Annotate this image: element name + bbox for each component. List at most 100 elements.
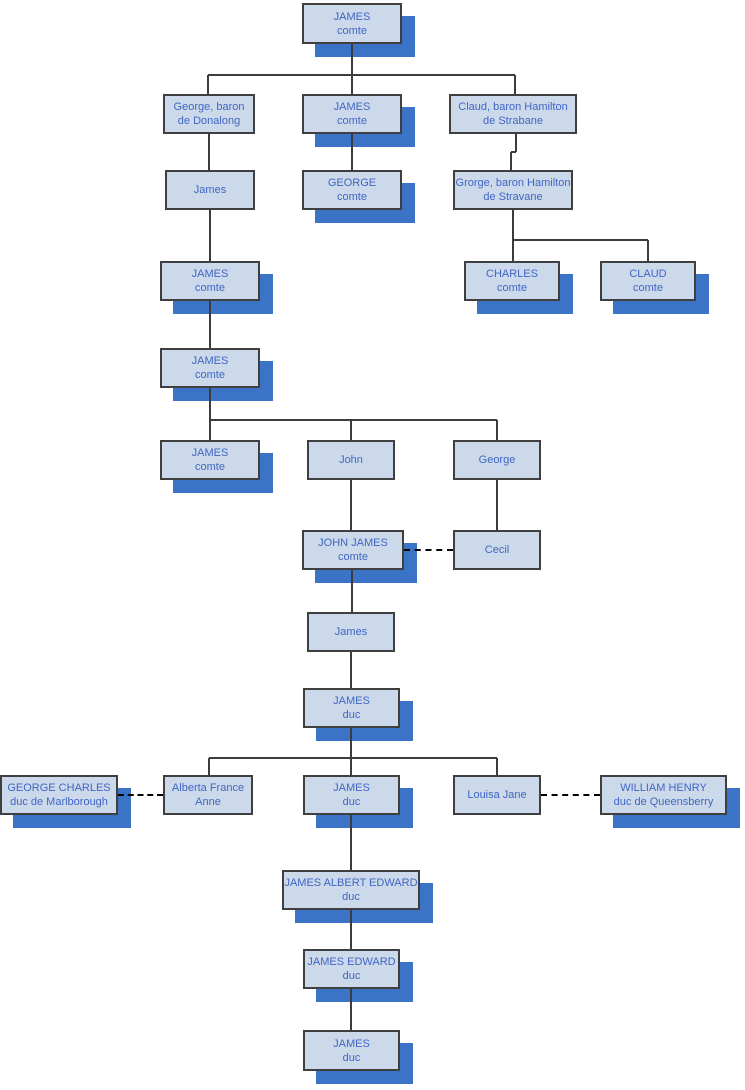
descent-connector-line (208, 134, 210, 170)
tree-node-james-1[interactable]: James (165, 170, 255, 210)
node-label-line: comte (195, 282, 225, 294)
node-label-line: duc de Queensberry (613, 796, 714, 808)
descent-connector-line (514, 75, 516, 94)
descent-connector-line (209, 210, 211, 261)
descent-connector-line (350, 728, 352, 775)
marriage-dashed-connector (118, 794, 163, 796)
descent-connector-line (512, 210, 514, 261)
node-label-line: Anne (195, 796, 221, 808)
descent-connector-line (510, 152, 512, 170)
node-label-line: George (478, 454, 516, 466)
descent-connector-line (351, 44, 353, 94)
tree-node-james-albert-edward-duc[interactable]: JAMES ALBERT EDWARD duc (282, 870, 420, 910)
descent-connector-line (207, 75, 209, 94)
node-label-line: Alberta France (171, 782, 245, 794)
node-label-line: John (339, 454, 363, 466)
node-label-line: Louisa Jane (467, 789, 527, 801)
node-label-line: duc (342, 709, 361, 721)
marriage-dashed-connector (404, 549, 453, 551)
descent-connector-line (210, 419, 497, 421)
node-label-line: WILLIAM HENRY (620, 782, 707, 794)
node-label-line: comte (338, 551, 368, 563)
node-label-line: duc de Marlborough (10, 796, 108, 808)
descent-connector-line (350, 989, 352, 1030)
node-label-line: GEORGE (327, 177, 377, 189)
tree-node-james-comte-4[interactable]: JAMES comte (160, 348, 260, 388)
node-label-line: JAMES (191, 355, 229, 367)
descent-connector-line (209, 757, 497, 759)
node-label-line: JAMES (333, 101, 371, 113)
node-label-line: JAMES (333, 1037, 370, 1050)
node-label-line: JAMES (191, 447, 229, 459)
node-label-line: GEORGE CHARLES (7, 782, 111, 794)
node-label-line: comte (497, 282, 527, 294)
tree-node-george[interactable]: George (453, 440, 541, 480)
tree-node-grorge-baron-stravane[interactable]: Grorge, baron Hamilton de Stravane (453, 170, 573, 210)
descent-connector-line (350, 815, 352, 870)
tree-node-william-henry-queensberry[interactable]: WILLIAM HENRY duc de Queensberry (600, 775, 727, 815)
tree-node-james-2[interactable]: James (307, 612, 395, 652)
node-label-line: CLAUD (629, 268, 667, 280)
tree-node-james-edward-duc[interactable]: JAMES EDWARD duc (303, 949, 400, 989)
descent-connector-line (496, 480, 498, 530)
node-label-line: de Strabane (483, 115, 543, 127)
tree-node-john[interactable]: John (307, 440, 395, 480)
node-label-line: Grorge, baron Hamilton (455, 177, 571, 189)
descent-connector-line (513, 239, 648, 241)
node-label-line: comte (195, 461, 225, 473)
tree-node-james-duc-2[interactable]: JAMES duc (303, 775, 400, 815)
descent-connector-line (496, 758, 498, 775)
node-label-line: de Donalong (177, 115, 241, 127)
tree-node-george-comte[interactable]: GEORGE comte (302, 170, 402, 210)
tree-node-james-duc-1[interactable]: JAMES duc (303, 688, 400, 728)
descent-connector-line (515, 134, 517, 152)
node-label-line: comte (337, 191, 367, 203)
tree-node-cecil[interactable]: Cecil (453, 530, 541, 570)
node-label-line: Claud, baron Hamilton (458, 101, 568, 113)
node-label-line: JAMES (333, 782, 370, 794)
node-label-line: de Stravane (483, 191, 543, 203)
tree-node-john-james-comte[interactable]: JOHN JAMES comte (302, 530, 404, 570)
descent-connector-line (511, 151, 516, 153)
node-label-line: James (334, 626, 368, 638)
descent-connector-line (496, 420, 498, 440)
descent-connector-line (209, 388, 211, 440)
descent-connector-line (350, 910, 352, 949)
node-label-line: JOHN JAMES (318, 537, 388, 549)
node-label-line: JAMES EDWARD (307, 956, 396, 968)
node-label-line: James (193, 184, 227, 196)
node-label-line: duc (342, 796, 361, 808)
tree-node-george-charles-marlborough[interactable]: GEORGE CHARLES duc de Marlborough (0, 775, 118, 815)
tree-node-james-comte-3[interactable]: JAMES comte (160, 261, 260, 301)
descent-connector-line (350, 652, 352, 688)
tree-node-james-comte-5[interactable]: JAMES comte (160, 440, 260, 480)
tree-node-claud-baron-strabane[interactable]: Claud, baron Hamilton de Strabane (449, 94, 577, 134)
node-label-line: JAMES ALBERT EDWARD (284, 877, 418, 889)
node-label-line: comte (633, 282, 663, 294)
tree-node-james-comte-2[interactable]: JAMES comte (302, 94, 402, 134)
descent-connector-line (351, 134, 353, 170)
tree-node-claud-comte[interactable]: CLAUD comte (600, 261, 696, 301)
tree-node-charles-comte[interactable]: CHARLES comte (464, 261, 560, 301)
descent-connector-line (351, 570, 353, 612)
descent-connector-line (350, 480, 352, 530)
node-label-line: JAMES (333, 10, 371, 23)
descent-connector-line (208, 74, 515, 76)
node-label-line: JAMES (191, 268, 229, 280)
node-label-line: duc (342, 970, 361, 982)
node-label-line: comte (195, 369, 225, 381)
node-label-line: comte (337, 115, 367, 127)
node-label-line: duc (342, 1051, 361, 1064)
descent-connector-line (647, 240, 649, 261)
marriage-dashed-connector (541, 794, 600, 796)
node-label-line: CHARLES (486, 268, 538, 280)
tree-node-louisa-jane[interactable]: Louisa Jane (453, 775, 541, 815)
node-label-line: duc (342, 891, 360, 903)
node-label-line: Cecil (484, 544, 510, 556)
node-label-line: JAMES (333, 695, 370, 707)
